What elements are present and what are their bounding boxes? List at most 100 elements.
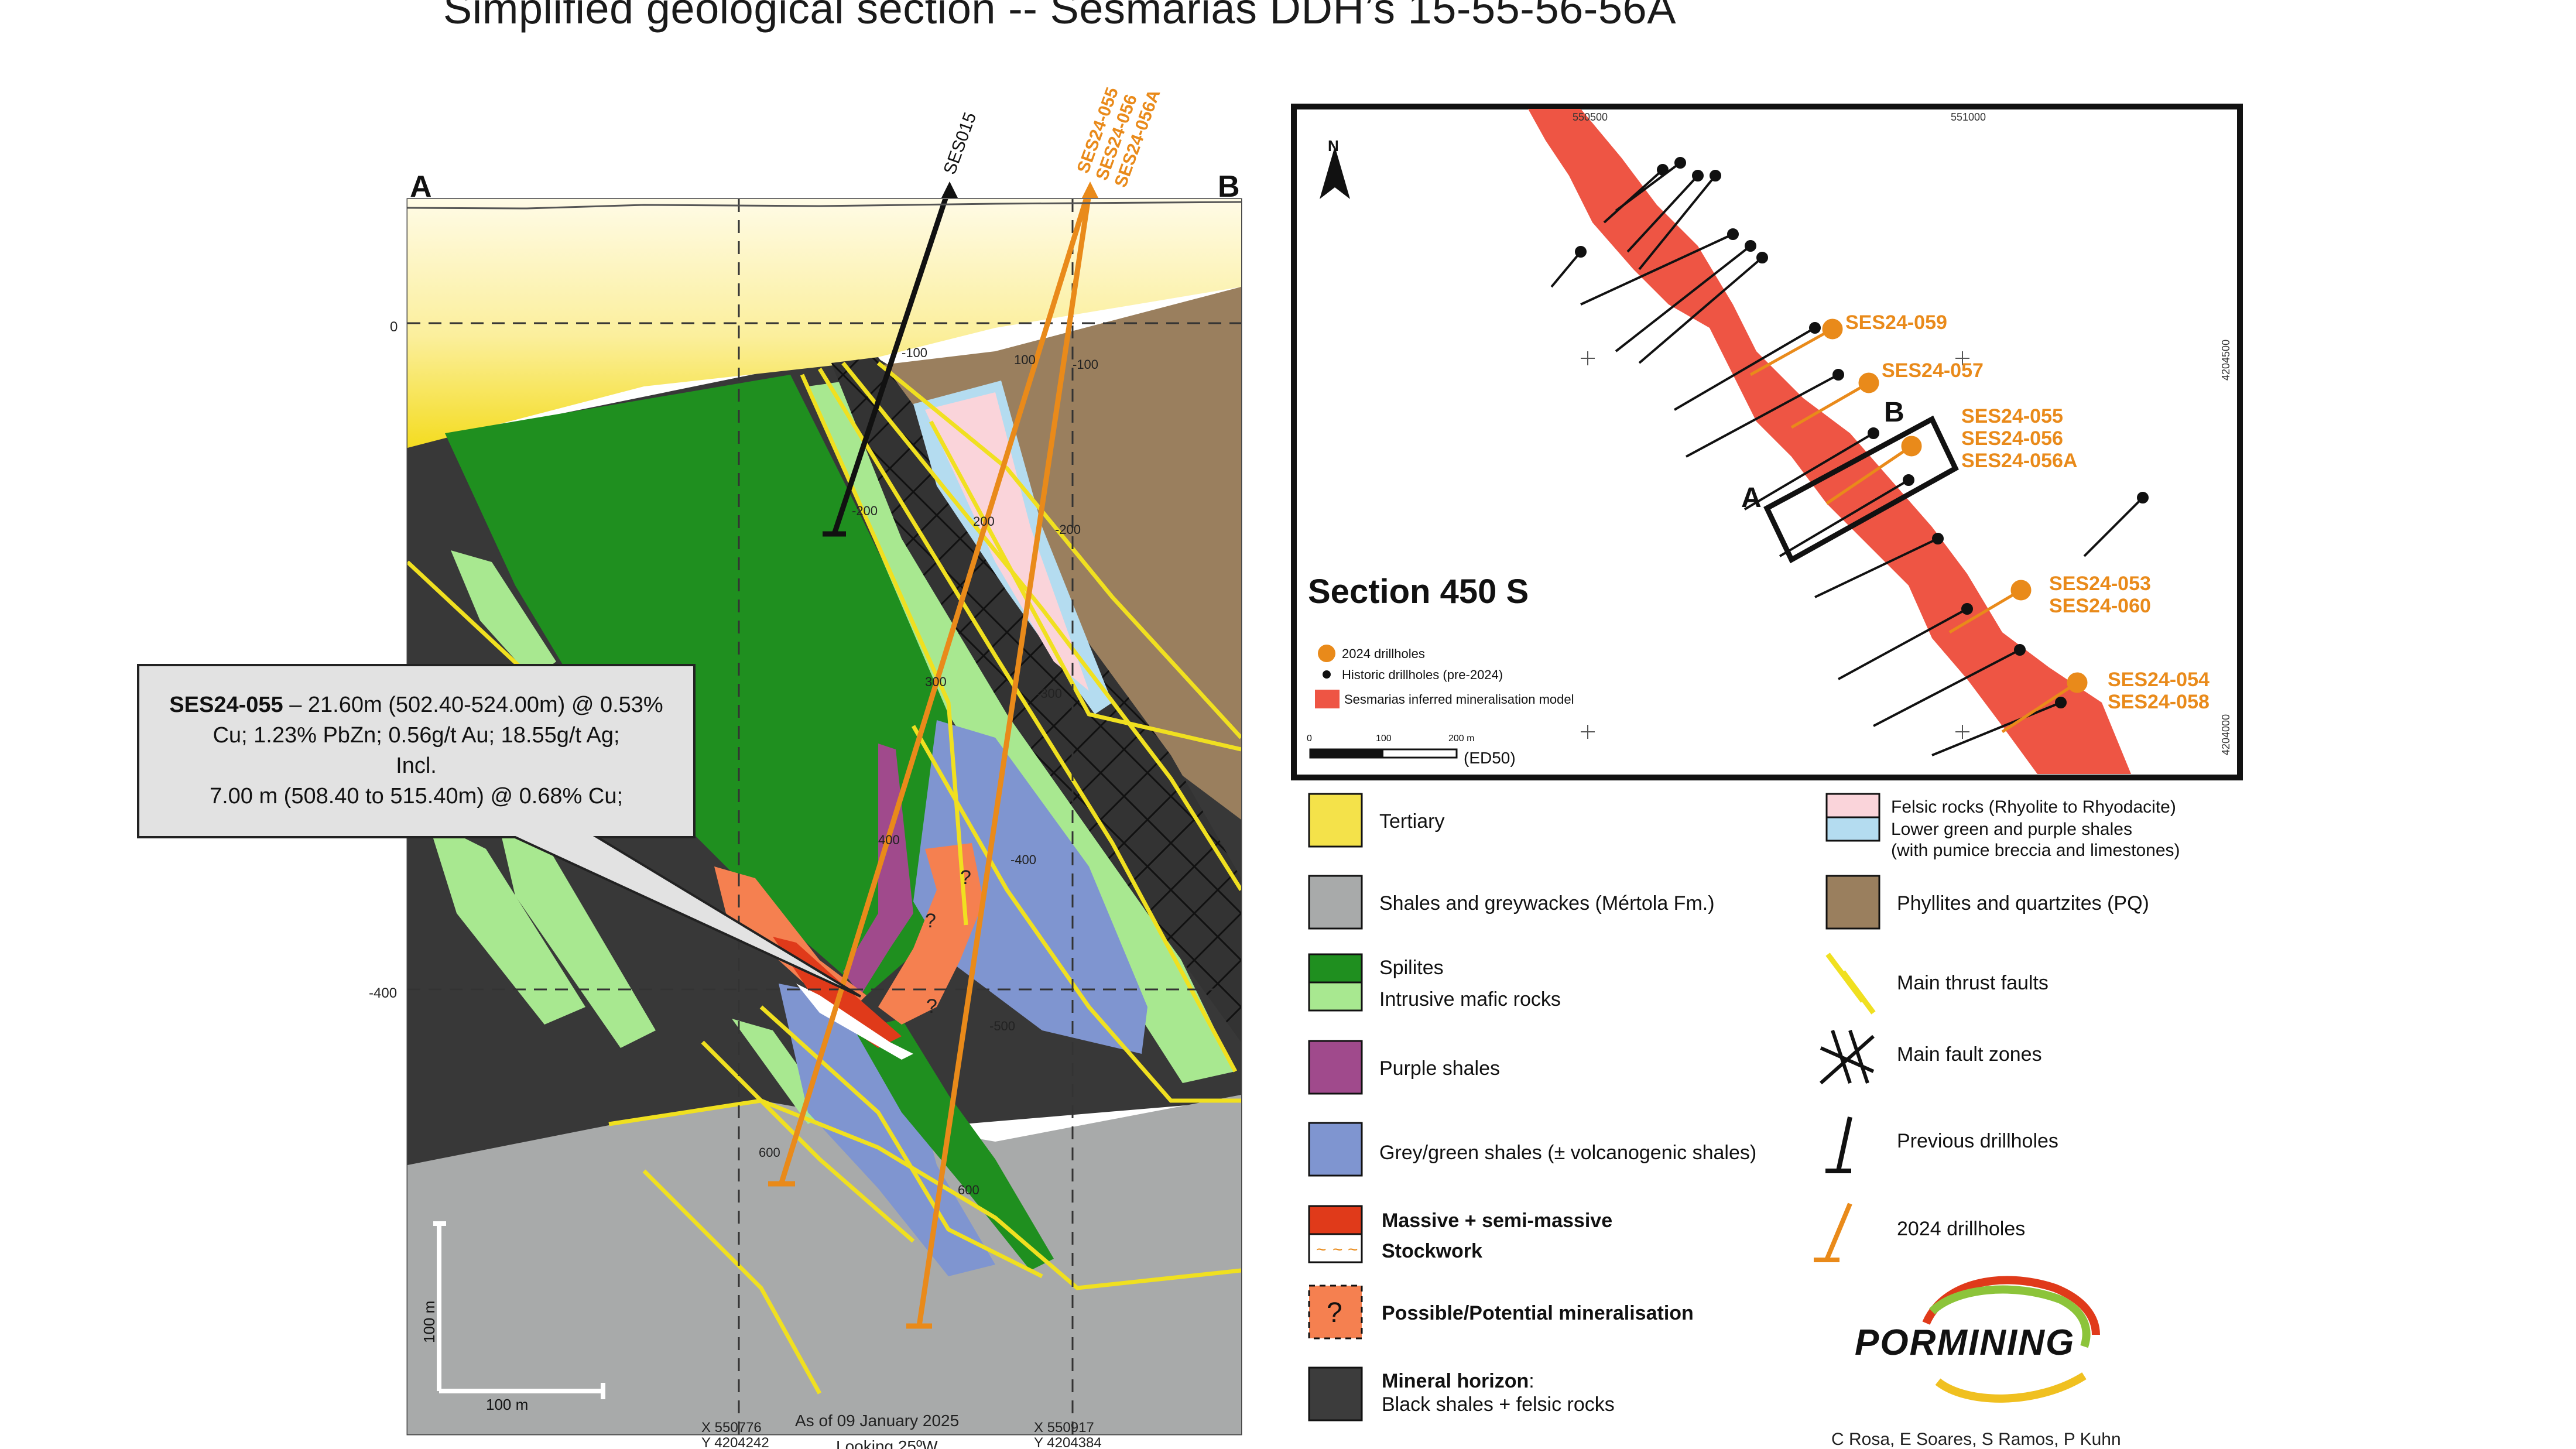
svg-text:SES24-055: SES24-055 xyxy=(1961,405,2063,427)
svg-text:~: ~ xyxy=(1332,1240,1343,1259)
svg-text:-300: -300 xyxy=(1036,686,1062,701)
coord-left-y: Y 4204242 xyxy=(701,1435,769,1449)
coord-right-y: Y 4204384 xyxy=(1034,1435,1102,1449)
svg-text:100: 100 xyxy=(1376,734,1392,744)
svg-text:SES24-055 – 21.60m (502.40-524: SES24-055 – 21.60m (502.40-524.00m) @ 0.… xyxy=(169,693,663,717)
north-arrow-icon xyxy=(1320,146,1350,199)
depth-ticks: -100 100 -100 -200 200 -200 300 -300 400… xyxy=(759,345,1098,1197)
coord-left-x: X 550776 xyxy=(701,1420,762,1436)
thrust-fault-icon xyxy=(1825,953,1876,1015)
callout-hole: SES24-055 xyxy=(169,693,283,717)
drillhole-2024-icon xyxy=(1814,1203,1852,1262)
svg-text:-100: -100 xyxy=(902,345,927,360)
legend-purple: Purple shales xyxy=(1379,1057,1500,1080)
legend: Tertiary Shales and greywackes (Mértola … xyxy=(1308,793,2180,1421)
svg-text:Sesmarias inferred mineralisat: Sesmarias inferred mineralisation model xyxy=(1344,692,1574,707)
svg-text:Mineral horizon:: Mineral horizon: xyxy=(1382,1370,1534,1392)
svg-text:0: 0 xyxy=(1307,734,1312,744)
legend-fault-zones: Main fault zones xyxy=(1897,1043,2042,1066)
svg-text:200 m: 200 m xyxy=(1448,734,1474,744)
svg-text:SES24-053: SES24-053 xyxy=(2049,573,2151,595)
map-drillholes-2024 xyxy=(1749,318,2088,734)
assay-callout: SES24-055 – 21.60m (502.40-524.00m) @ 0.… xyxy=(137,664,862,998)
legend-lower-green-sub: (with pumice breccia and limestones) xyxy=(1891,841,2180,860)
map-title: Section 450 S xyxy=(1308,573,1529,611)
legend-massive: Massive + semi-massive xyxy=(1382,1210,1612,1232)
elevation-label-400: -400 xyxy=(369,985,397,1001)
svg-text:~: ~ xyxy=(1348,1240,1358,1259)
svg-text:?: ? xyxy=(926,995,937,1018)
svg-text:-200: -200 xyxy=(1055,522,1081,537)
svg-text:100: 100 xyxy=(1014,352,1036,367)
section-end-a: A xyxy=(410,170,432,204)
svg-text:600: 600 xyxy=(759,1145,780,1160)
legend-tertiary: Tertiary xyxy=(1379,810,1444,833)
legend-felsic: Felsic rocks (Rhyolite to Rhyodacite) xyxy=(1891,797,2176,817)
coord-right-x: X 550917 xyxy=(1034,1420,1094,1436)
legend-spilites: Spilites xyxy=(1379,957,1444,979)
svg-text:SES24-056: SES24-056 xyxy=(1961,427,2063,450)
map-section-b: B xyxy=(1884,397,1904,428)
svg-text:?: ? xyxy=(1327,1297,1342,1328)
legend-grey-green: Grey/green shales (± volcanogenic shales… xyxy=(1379,1142,1756,1164)
svg-text:SES24-056A: SES24-056A xyxy=(1961,450,2077,472)
svg-text:2024 drillholes: 2024 drillholes xyxy=(1342,646,1425,661)
section-end-b: B xyxy=(1218,170,1240,204)
svg-text:400: 400 xyxy=(878,833,900,847)
callout-line3: Incl. xyxy=(396,753,437,778)
legend-shales: Shales and greywackes (Mértola Fm.) xyxy=(1379,892,1715,914)
cross-section: A B 0 -400 SES015 SES24-055 SES24-056 SE… xyxy=(369,85,1242,1449)
shales-area xyxy=(407,1095,1241,1434)
tertiary-area xyxy=(407,199,1241,448)
svg-text:Historic drillholes (pre-2024): Historic drillholes (pre-2024) xyxy=(1342,667,1503,682)
section-date: As of 09 January 2025 xyxy=(795,1412,959,1430)
callout-line1: – 21.60m (502.40-524.00m) @ 0.53% xyxy=(283,693,663,717)
legend-2024-holes: 2024 drillholes xyxy=(1897,1218,2025,1240)
svg-text:-500: -500 xyxy=(989,1019,1015,1033)
svg-text:4204000: 4204000 xyxy=(2220,714,2232,755)
svg-text:550500: 550500 xyxy=(1573,111,1608,123)
svg-text:?: ? xyxy=(925,910,936,932)
looking-direction: Looking 25ºW xyxy=(836,1437,938,1449)
svg-text:SES24-059: SES24-059 xyxy=(1845,311,1947,334)
fault-zone-icon xyxy=(1820,1030,1875,1085)
legend-phyllites: Phyllites and quartzites (PQ) xyxy=(1897,892,2149,914)
previous-drillhole-icon xyxy=(1825,1116,1852,1173)
svg-text:?: ? xyxy=(960,866,971,889)
scale-bar xyxy=(433,1221,605,1399)
svg-text:-400: -400 xyxy=(1010,852,1036,867)
legend-stockwork: Stockwork xyxy=(1382,1240,1482,1262)
svg-text:4204500: 4204500 xyxy=(2220,340,2232,381)
legend-possible: Possible/Potential mineralisation xyxy=(1382,1302,1694,1324)
svg-text:551000: 551000 xyxy=(1951,111,1986,123)
svg-text:SES24-054: SES24-054 xyxy=(2108,669,2210,691)
callout-line4: 7.00 m (508.40 to 515.40m) @ 0.68% Cu; xyxy=(210,784,623,809)
section-line-box xyxy=(1763,415,1959,564)
svg-text:SES24-057: SES24-057 xyxy=(1882,359,1984,382)
credits: C Rosa, E Soares, S Ramos, P Kuhn xyxy=(1831,1430,2121,1449)
legend-lower-green: Lower green and purple shales xyxy=(1891,820,2132,839)
legend-thrust: Main thrust faults xyxy=(1897,972,2049,994)
svg-text:~: ~ xyxy=(1316,1240,1327,1259)
legend-mineral-horizon-sub: Black shales + felsic rocks xyxy=(1382,1393,1615,1416)
location-map: A B N 550500 551000 4204500 4204000 SES2… xyxy=(1291,104,2243,780)
map-hole-labels: SES24-059 SES24-057 SES24-055 SES24-056 … xyxy=(1845,311,2210,713)
svg-text:300: 300 xyxy=(925,674,947,689)
hole-label-ses015: SES015 xyxy=(940,110,981,177)
mineralisation-model-area xyxy=(1528,109,2131,774)
historic-drillholes xyxy=(1550,157,2149,756)
map-section-a: A xyxy=(1741,482,1762,513)
pormining-logo: PORMINING xyxy=(1855,1276,2100,1403)
svg-text:-200: -200 xyxy=(852,503,878,518)
svg-text:-100: -100 xyxy=(1073,357,1098,372)
spilites-area xyxy=(445,375,960,995)
drillhole-ses015[interactable] xyxy=(823,186,950,537)
svg-text:SES24-058: SES24-058 xyxy=(2108,691,2210,713)
svg-text:600: 600 xyxy=(958,1183,979,1197)
legend-intrusive: Intrusive mafic rocks xyxy=(1379,988,1561,1010)
svg-text:200: 200 xyxy=(973,514,995,529)
north-label: N xyxy=(1328,137,1339,155)
legend-prev-holes: Previous drillholes xyxy=(1897,1130,2058,1152)
drillhole-2024[interactable] xyxy=(768,186,1091,1329)
